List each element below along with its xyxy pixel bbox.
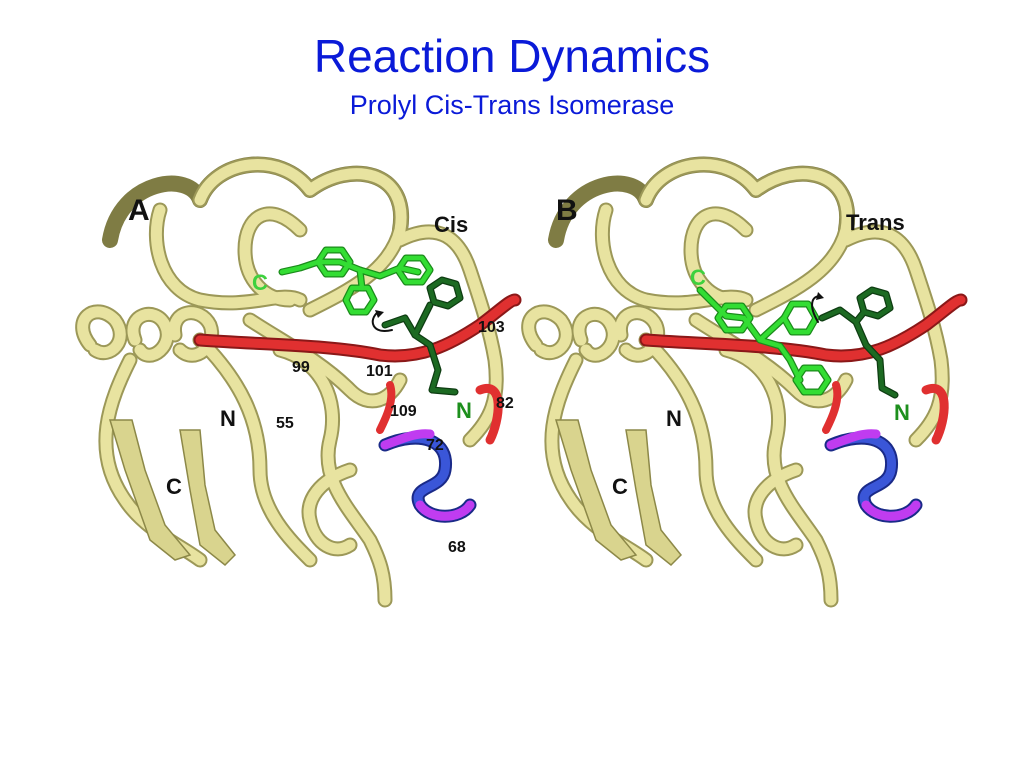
panel-a: A Cis C N N C 99 101 103 109 82 55 72 68	[83, 165, 515, 600]
protein-n-terminus-a: N	[220, 406, 236, 431]
residue-label-109: 109	[390, 403, 417, 420]
ligand-c-terminus-b: C	[690, 265, 706, 290]
residue-label-82: 82	[496, 395, 514, 412]
ligand-cis	[278, 246, 464, 396]
state-label-trans: Trans	[846, 210, 905, 235]
residue-label-55: 55	[276, 415, 294, 432]
residue-label-101: 101	[366, 363, 393, 380]
ligand-n-terminus-a: N	[456, 398, 472, 423]
panel-b: B Trans C N N C	[529, 165, 961, 600]
protein-c-terminus-a: C	[166, 474, 182, 499]
residue-label-99: 99	[292, 359, 310, 376]
ligand-n-terminus-b: N	[894, 400, 910, 425]
panel-letter-a: A	[128, 194, 150, 227]
panel-letter-b: B	[556, 194, 578, 227]
residue-label-103: 103	[478, 319, 505, 336]
page-title: Reaction Dynamics	[313, 30, 711, 82]
ligand-trans	[696, 286, 899, 399]
protein-n-terminus-b: N	[666, 406, 682, 431]
protein-c-terminus-b: C	[612, 474, 628, 499]
ligand-c-terminus-a: C	[252, 270, 268, 295]
state-label-cis: Cis	[434, 212, 468, 237]
residue-label-68: 68	[448, 539, 466, 556]
residue-label-72: 72	[426, 437, 444, 454]
page-subtitle: Prolyl Cis-Trans Isomerase	[349, 90, 675, 120]
